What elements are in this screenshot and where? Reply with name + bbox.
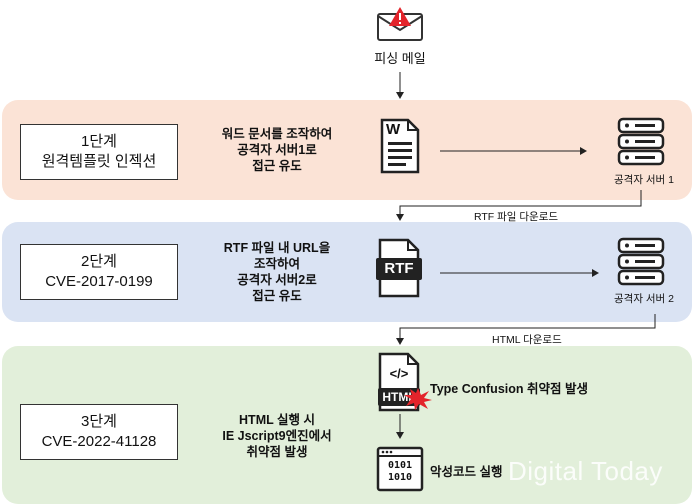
stage3-title-box: 3단계 CVE-2022-41128 <box>20 404 178 460</box>
stage2-description: RTF 파일 내 URL을 조작하여 공격자 서버2로 접근 유도 <box>223 241 331 303</box>
binary-line-2: 1010 <box>387 472 413 483</box>
html-download-label: HTML 다운로드 <box>492 334 562 346</box>
stage1-title: 1단계 <box>81 133 117 150</box>
html-code-glyph: </> <box>389 366 409 381</box>
server2-label: 공격자 서버 2 <box>614 293 674 305</box>
stage2-title-box: 2단계 CVE-2017-0199 <box>20 244 178 300</box>
word-document-icon: W <box>380 118 420 174</box>
stage3-title: 3단계 <box>81 413 117 430</box>
binary-code-icon: 0101 1010 <box>376 446 424 492</box>
alert-burst-icon <box>404 388 432 410</box>
rtf-document-icon: RTF <box>374 238 424 298</box>
rtf-download-label: RTF 파일 다운로드 <box>474 211 559 223</box>
watermark-logo: Digital Today <box>508 456 663 486</box>
binary-line-1: 0101 <box>387 460 413 471</box>
server2-icon <box>615 236 667 288</box>
stage2-subtitle: CVE-2017-0199 <box>45 273 153 290</box>
phishing-mail-label: 피싱 메일 <box>374 51 426 66</box>
word-document-letter: W <box>386 121 401 138</box>
html-document-label: HTML <box>382 390 416 404</box>
malware-label: 악성코드 실행 <box>430 465 503 479</box>
stage1-description: 워드 문서를 조작하여 공격자 서버1로 접근 유도 <box>221 127 333 173</box>
rtf-document-label: RTF <box>384 260 414 277</box>
stage2-title: 2단계 <box>81 253 117 270</box>
stage1-subtitle: 원격템플릿 인젝션 <box>41 153 157 170</box>
vuln-label: Type Confusion 취약점 발생 <box>430 382 588 396</box>
stage3-subtitle: CVE-2022-41128 <box>41 433 157 450</box>
stage1-title-box: 1단계 원격템플릿 인젝션 <box>20 124 178 180</box>
server1-icon <box>615 116 667 168</box>
server1-label: 공격자 서버 1 <box>614 174 674 186</box>
stage3-description: HTML 실행 시 IE Jscript9엔진에서 취약점 발생 <box>222 413 332 459</box>
phishing-mail-icon <box>376 6 424 42</box>
